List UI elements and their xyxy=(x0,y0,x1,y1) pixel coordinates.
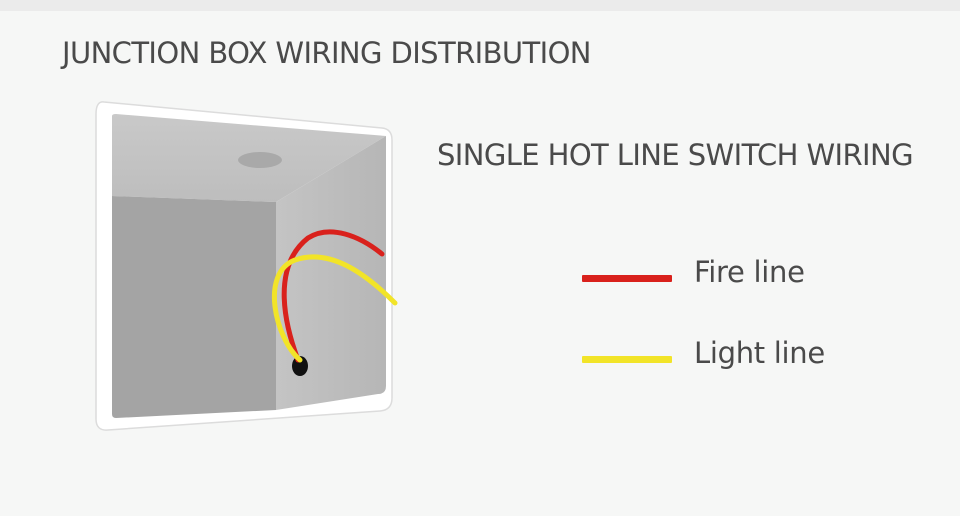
page-title: JUNCTION BOX WIRING DISTRIBUTION xyxy=(62,36,592,70)
top-strip xyxy=(0,0,960,11)
light-line-swatch xyxy=(582,356,672,363)
knockout-hole xyxy=(238,152,282,168)
light-wire xyxy=(271,254,398,363)
fire-wire xyxy=(281,229,385,363)
legend-item-light-line: Light line xyxy=(582,336,922,376)
box-left-face xyxy=(112,196,276,418)
box-right-face xyxy=(276,136,386,410)
fire-line-swatch xyxy=(582,275,672,282)
legend-item-fire-line: Fire line xyxy=(582,255,922,295)
junction-box-illustration xyxy=(95,101,398,431)
light-line-label: Light line xyxy=(694,336,825,370)
fire-line-label: Fire line xyxy=(694,255,805,289)
wiring-subtitle: SINGLE HOT LINE SWITCH WIRING xyxy=(437,138,914,172)
